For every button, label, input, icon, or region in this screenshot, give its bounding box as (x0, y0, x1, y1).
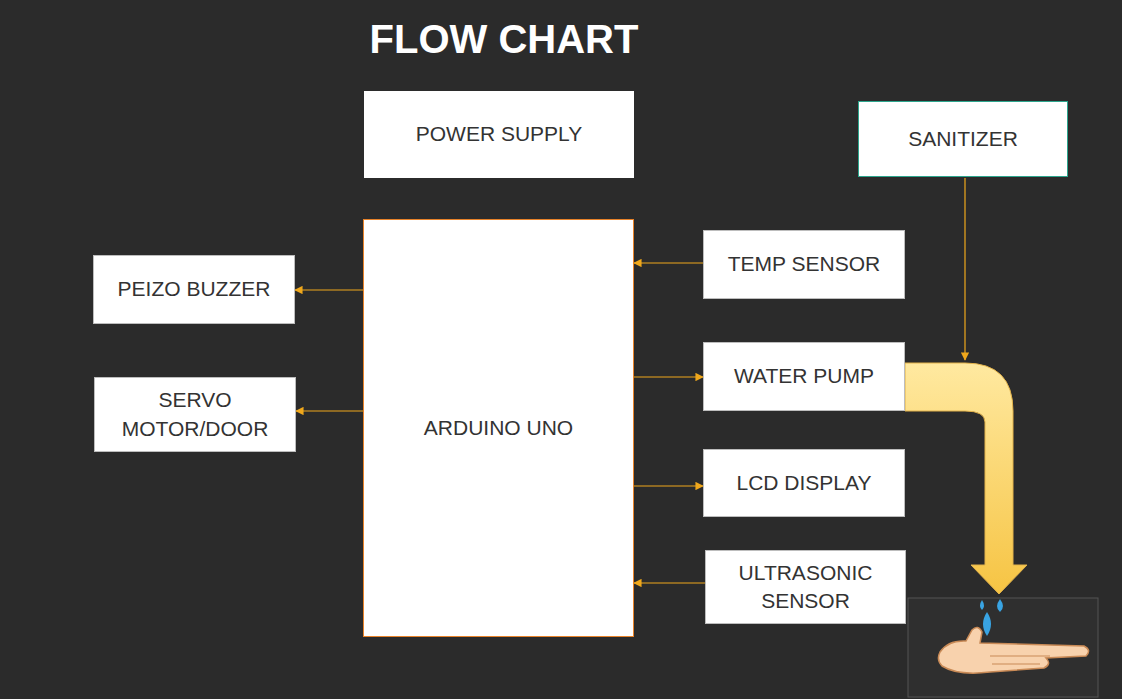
signal-arrow (634, 485, 703, 486)
sanitizer-feed-line (964, 178, 965, 360)
node-label: LCD DISPLAY (737, 469, 872, 497)
output-box: LCD DISPLAY (703, 449, 905, 517)
water-drops (980, 599, 1003, 636)
sensor-box: TEMP SENSOR (703, 230, 905, 299)
power-box: POWER SUPPLY (364, 91, 634, 178)
output-box: PEIZO BUZZER (93, 255, 295, 324)
signal-arrow (296, 410, 363, 411)
hand-picture-frame (908, 598, 1098, 697)
node-label: SERVO MOTOR/DOOR (105, 386, 285, 443)
node-label: POWER SUPPLY (416, 120, 582, 148)
hand-icon (938, 627, 1088, 673)
sanitizer-box: SANITIZER (858, 101, 1068, 177)
output-box: SERVO MOTOR/DOOR (94, 377, 296, 452)
signal-arrow (634, 582, 705, 583)
sensor-box: ULTRASONIC SENSOR (705, 550, 906, 625)
signal-arrow (634, 262, 703, 263)
chart-title: FLOW CHART (300, 14, 708, 64)
signal-arrow (295, 289, 363, 290)
node-label: ARDUINO UNO (424, 414, 573, 442)
sanitizer-pipe (905, 363, 1027, 594)
output-box: WATER PUMP (703, 342, 905, 411)
node-label: ULTRASONIC SENSOR (716, 559, 895, 616)
node-label: WATER PUMP (734, 362, 874, 390)
node-label: PEIZO BUZZER (118, 275, 271, 303)
node-label: SANITIZER (908, 125, 1018, 153)
controller-box: ARDUINO UNO (363, 219, 634, 637)
node-label: TEMP SENSOR (728, 250, 880, 278)
signal-arrow (634, 376, 703, 377)
